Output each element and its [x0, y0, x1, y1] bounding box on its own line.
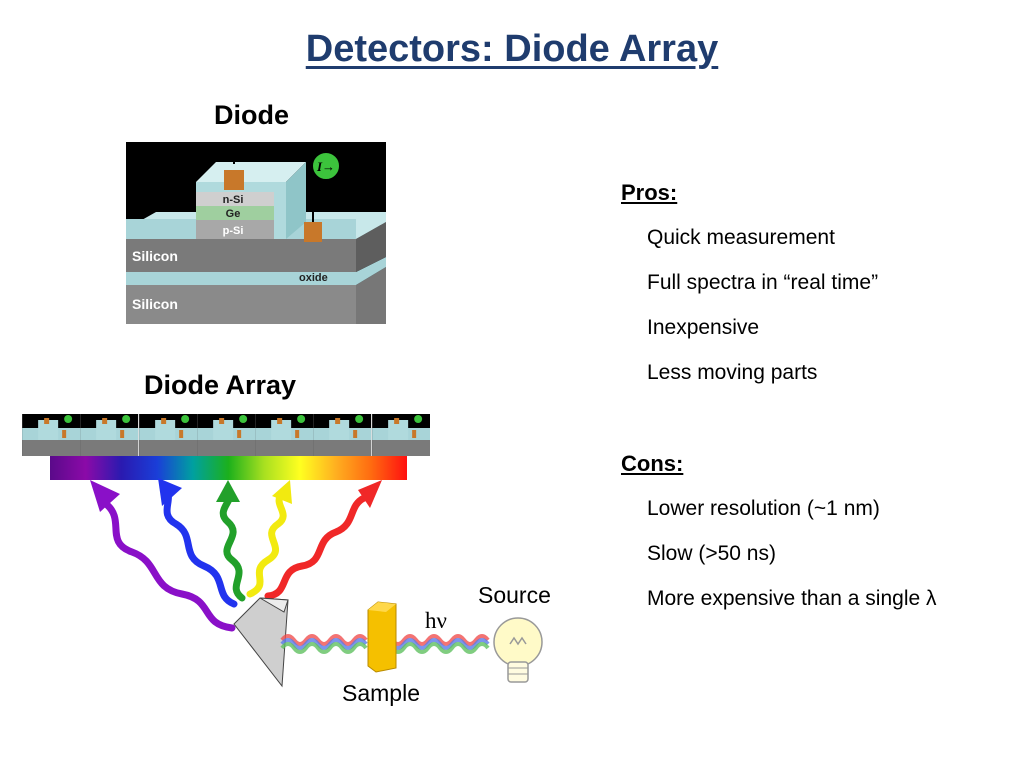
red-wave-arrow — [264, 494, 368, 600]
pros-heading: Pros: — [621, 180, 678, 205]
diode-array-label: Diode Array — [144, 370, 297, 400]
diode-cross-section-image: I→ n-Si Ge p-Si Silicon oxide Silicon — [126, 142, 386, 324]
layer-label-ge: Ge — [226, 208, 241, 220]
light-wave-sample-to-grating — [280, 634, 368, 646]
side-contact — [304, 222, 322, 242]
hv-label: hν — [425, 608, 447, 633]
diode-thumbnail — [313, 414, 372, 456]
red-arrowhead — [358, 480, 382, 508]
yellow-arrowhead — [272, 480, 292, 504]
spectrum-bar — [50, 456, 407, 480]
slide-title: Detectors: Diode Array — [305, 28, 719, 70]
yellow-wave-arrow — [246, 490, 287, 598]
pros-item: Quick measurement — [647, 226, 835, 249]
cons-item: Lower resolution (~1 nm) — [647, 497, 880, 520]
cons-item: Slow (>50 ns) — [647, 542, 776, 565]
blue-wave-arrow — [162, 486, 238, 608]
layer-label-n-si: n-Si — [223, 194, 244, 206]
ammeter-icon — [311, 151, 341, 181]
layer-label-silicon-bottom: Silicon — [132, 296, 178, 312]
diode-thumbnail — [196, 414, 255, 456]
top-contact — [224, 170, 244, 190]
light-bulb-icon — [493, 617, 543, 683]
cons-item: More expensive than a single λ — [647, 587, 937, 610]
purple-wave-arrow — [102, 500, 236, 632]
diode-thumbnail — [138, 414, 197, 456]
diode-thumbnail — [371, 414, 430, 456]
sample-label: Sample — [342, 680, 420, 706]
source-label: Source — [478, 582, 551, 608]
pros-item: Inexpensive — [647, 316, 760, 339]
diode-array-strip — [22, 414, 430, 456]
green-wave-arrow — [219, 488, 246, 602]
purple-arrowhead — [90, 480, 120, 512]
sample-cuvette — [367, 601, 397, 673]
ge-layer — [196, 206, 274, 220]
oxide-layer — [126, 257, 386, 285]
p-si-layer — [196, 220, 274, 239]
blue-arrowhead — [158, 478, 182, 506]
current-symbol: I→ — [316, 159, 335, 174]
pros-item: Less moving parts — [647, 361, 818, 384]
layer-label-p-si: p-Si — [223, 225, 244, 237]
cons-heading: Cons: — [621, 451, 684, 476]
green-arrowhead — [216, 480, 240, 502]
pros-cons-panel: Pros: Quick measurement Full spectra in … — [621, 180, 1011, 611]
diode-label: Diode — [214, 100, 290, 130]
layer-label-oxide: oxide — [299, 272, 328, 284]
diode-thumbnail — [255, 414, 314, 456]
diode-thumbnail — [80, 414, 139, 456]
light-wave-source-to-sample — [390, 634, 490, 646]
n-si-layer — [196, 192, 274, 206]
pros-item: Full spectra in “real time” — [647, 271, 879, 294]
layer-label-silicon-top: Silicon — [132, 248, 178, 264]
diode-thumbnail — [22, 414, 81, 456]
diffraction-grating — [233, 597, 289, 688]
silicon-middle-layer — [126, 239, 356, 272]
